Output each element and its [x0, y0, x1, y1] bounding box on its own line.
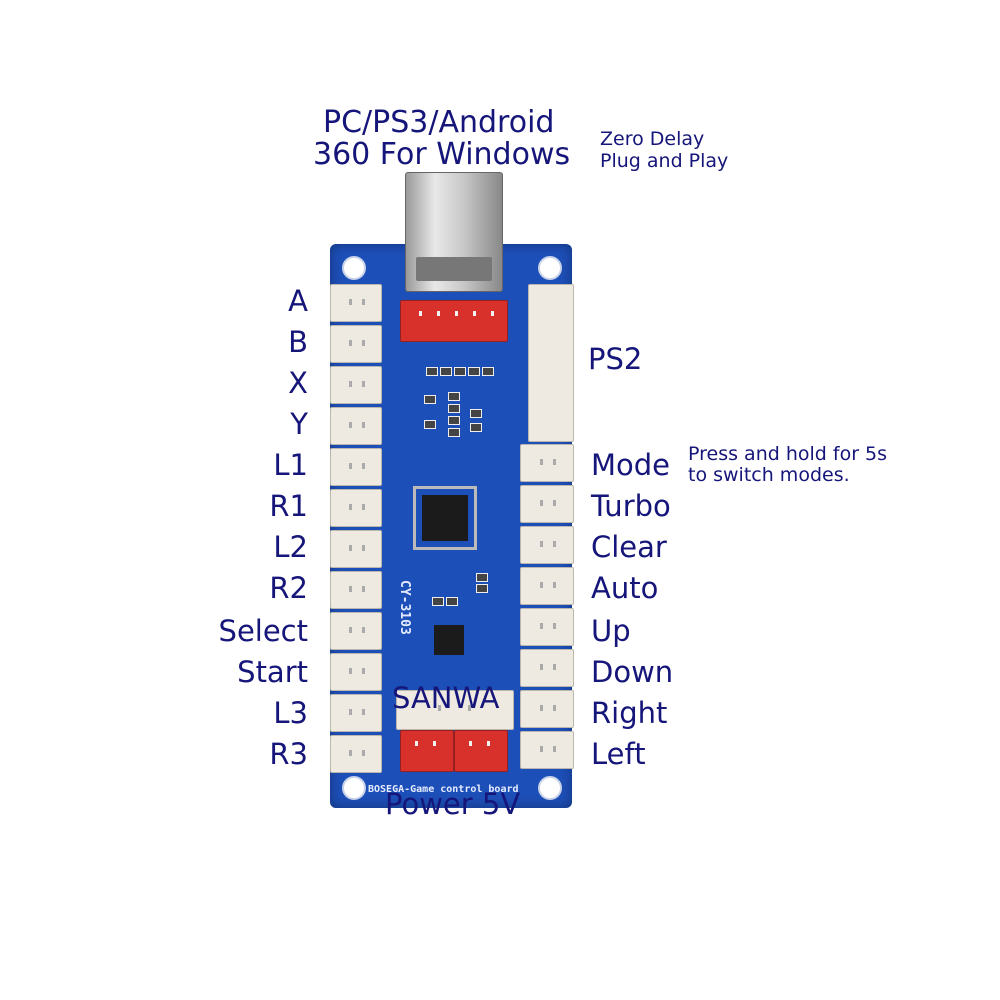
label-ps2: PS2: [588, 342, 643, 376]
mount-hole: [342, 256, 366, 280]
usb-header-red: [400, 300, 508, 342]
label-r3: R3: [269, 737, 308, 771]
label-l3: L3: [273, 696, 308, 730]
joystick-connector-down: [520, 649, 574, 687]
led-d1: [426, 367, 438, 376]
led-d4: [468, 367, 480, 376]
title-line-1: PC/PS3/Android: [323, 105, 555, 140]
capacitor: [424, 420, 436, 429]
led-d5: [482, 367, 494, 376]
label-up: Up: [591, 614, 631, 648]
button-connector-turbo: [520, 485, 574, 523]
label-turbo: Turbo: [591, 489, 671, 523]
label-r1: R1: [269, 489, 308, 523]
tagline-line-2: Plug and Play: [600, 150, 729, 172]
button-connector-l1: [330, 448, 382, 486]
resistor: [448, 416, 460, 425]
mount-hole: [538, 776, 562, 800]
label-l2: L2: [273, 530, 308, 564]
button-connector-x: [330, 366, 382, 404]
joystick-connector-right: [520, 690, 574, 728]
label-auto: Auto: [591, 571, 659, 605]
button-connector-r1: [330, 489, 382, 527]
power-connector-1: [400, 730, 454, 772]
label-left: Left: [591, 737, 646, 771]
button-connector-r2: [330, 571, 382, 609]
label-x: X: [288, 366, 308, 400]
mode-note-line-1: Press and hold for 5s: [688, 443, 888, 465]
power-connector-2: [454, 730, 508, 772]
button-connector-auto: [520, 567, 574, 605]
label-mode: Mode: [591, 448, 671, 482]
eeprom-chip: [434, 625, 464, 655]
button-connector-clear: [520, 526, 574, 564]
label-sanwa: SANWA: [392, 681, 500, 715]
microcontroller-chip: [422, 495, 468, 541]
sanwa-connector: [396, 690, 514, 730]
board-model-silk: CY-3103: [397, 580, 412, 635]
capacitor: [424, 395, 436, 404]
capacitor-10uf: [476, 584, 488, 593]
label-start: Start: [237, 655, 308, 689]
led-d3: [454, 367, 466, 376]
label-r2: R2: [269, 571, 308, 605]
ps2-connector: [528, 284, 574, 442]
button-connector-b: [330, 325, 382, 363]
label-down: Down: [591, 655, 674, 689]
tagline-line-1: Zero Delay: [600, 128, 705, 150]
resistor: [448, 428, 460, 437]
label-right: Right: [591, 696, 668, 730]
label-b: B: [288, 325, 308, 359]
label-y: Y: [290, 407, 308, 441]
button-connector-l2: [330, 530, 382, 568]
label-power: Power 5V: [385, 787, 521, 821]
label-a: A: [288, 284, 308, 318]
button-connector-start: [330, 653, 382, 691]
brand-silk: BOSEGA-Game control board: [368, 784, 519, 795]
button-connector-a: [330, 284, 382, 322]
resistor-10k: [446, 597, 458, 606]
joystick-connector-left: [520, 731, 574, 769]
led-d2: [440, 367, 452, 376]
button-connector-l3: [330, 694, 382, 732]
title-line-2: 360 For Windows: [313, 137, 571, 172]
mount-hole: [342, 776, 366, 800]
label-select: Select: [218, 614, 308, 648]
label-clear: Clear: [591, 530, 667, 564]
resistor-22r: [470, 423, 482, 432]
button-connector-y: [330, 407, 382, 445]
joystick-connector-up: [520, 608, 574, 646]
button-connector-mode: [520, 444, 574, 482]
button-connector-select: [330, 612, 382, 650]
resistor-10k: [432, 597, 444, 606]
button-connector-r3: [330, 735, 382, 773]
mode-note-line-2: to switch modes.: [688, 464, 850, 486]
usb-b-port: [405, 172, 503, 292]
resistor: [448, 392, 460, 401]
resistor: [448, 404, 460, 413]
label-l1: L1: [273, 448, 308, 482]
capacitor-10uf: [476, 573, 488, 582]
resistor-22r: [470, 409, 482, 418]
mount-hole: [538, 256, 562, 280]
